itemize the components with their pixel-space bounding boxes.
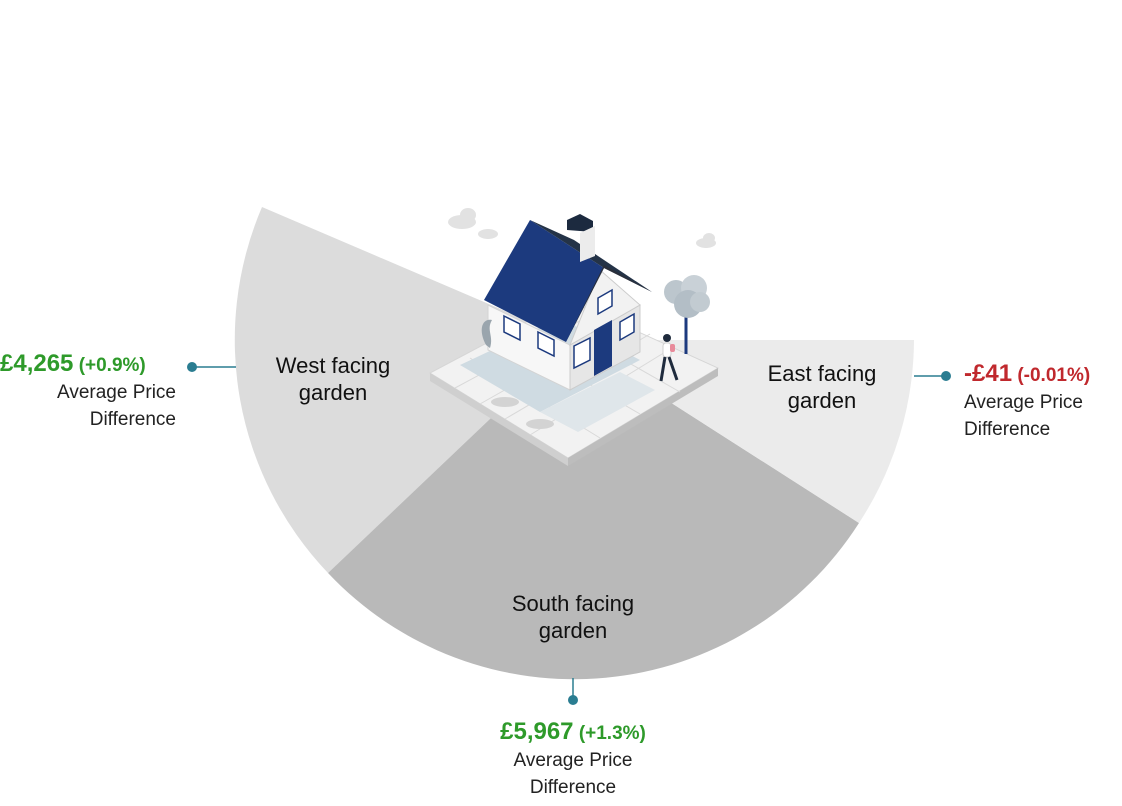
west-pct: (+0.9%) [78, 355, 146, 376]
west-label-line2: garden [298, 380, 368, 405]
east-caption-line1: Average Price [964, 392, 1083, 413]
west-label-line1: West facing [275, 353, 391, 378]
east-caption-line2: Difference [964, 419, 1051, 440]
east-segment-label: East facing garden [737, 360, 907, 414]
east-pct: (-0.01%) [1017, 365, 1091, 386]
south-caption-line2: Difference [529, 777, 617, 798]
west-amount: £4,265 [0, 350, 74, 377]
south-amount: £5,967 [500, 718, 574, 745]
cloud-icon [448, 208, 716, 248]
south-pct: (+1.3%) [578, 723, 646, 744]
east-connector [914, 371, 951, 381]
west-segment [234, 207, 573, 573]
east-label-line1: East facing [767, 361, 877, 386]
tree-icon [664, 275, 710, 354]
south-value-line: £5,967 (+1.3%) [463, 718, 683, 747]
west-segment-label: West facing garden [248, 352, 418, 406]
east-label-line2: garden [787, 388, 857, 413]
east-amount: -£41 [964, 360, 1013, 387]
house-illustration [428, 214, 720, 466]
south-connector [568, 678, 578, 705]
west-caption-line1: Average Price [57, 382, 176, 403]
south-segment [328, 340, 859, 680]
west-caption-line2: Difference [89, 409, 176, 430]
south-caption-line1: Average Price [513, 750, 633, 771]
west-callout: £4,265 (+0.9%) Average Price Difference [0, 350, 176, 433]
east-callout: -£41 (-0.01%) Average Price Difference [964, 360, 1114, 443]
south-label-line2: garden [538, 618, 608, 643]
west-value-line: £4,265 (+0.9%) [0, 350, 176, 379]
south-segment-label: South facing garden [473, 590, 673, 644]
south-callout: £5,967 (+1.3%) Average Price Difference [463, 718, 683, 801]
south-label-line1: South facing [511, 591, 635, 616]
west-connector [187, 362, 236, 372]
east-value-line: -£41 (-0.01%) [964, 360, 1114, 389]
person-icon [659, 334, 679, 382]
